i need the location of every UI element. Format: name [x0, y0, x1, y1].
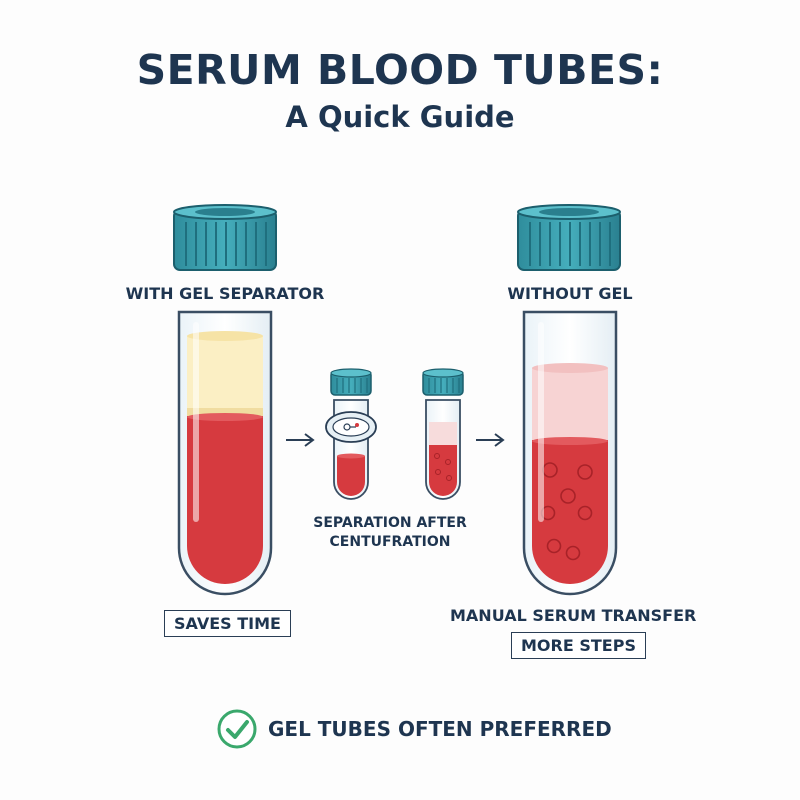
blood-clots	[540, 462, 593, 561]
right-tube-caption: MANUAL SERUM TRANSFER	[450, 606, 697, 625]
right-tube-cap	[517, 204, 621, 271]
page-title: SERUM BLOOD TUBES:	[136, 46, 664, 94]
small-plain-tube	[422, 368, 464, 500]
left-tube	[173, 204, 277, 596]
right-tube	[517, 204, 621, 596]
gel-disc-icon	[325, 411, 377, 443]
left-tube-serum	[187, 336, 263, 410]
left-tube-gel	[187, 408, 263, 416]
center-caption-line1: SEPARATION AFTER	[313, 515, 467, 531]
footer: GEL TUBES OFTEN PREFERRED	[216, 708, 612, 750]
right-tube-serum	[532, 368, 608, 440]
left-tube-blood	[187, 416, 263, 584]
saves-time-badge: SAVES TIME	[164, 610, 291, 637]
arrow-right-icon	[476, 433, 505, 447]
arrow-right-icon	[286, 433, 315, 447]
more-steps-badge: MORE STEPS	[511, 632, 646, 659]
center-caption-line2: CENTUFRATION	[329, 534, 451, 550]
check-circle-icon	[217, 709, 257, 749]
right-tube-label: WITHOUT GEL	[507, 284, 633, 303]
small-gel-tube	[325, 368, 377, 500]
left-tube-label: WITH GEL SEPARATOR	[125, 284, 325, 303]
footer-text: GEL TUBES OFTEN PREFERRED	[268, 717, 612, 741]
left-tube-cap	[173, 204, 277, 271]
page-subtitle: A Quick Guide	[285, 100, 515, 134]
center-caption: SEPARATION AFTER CENTUFRATION	[290, 514, 490, 552]
